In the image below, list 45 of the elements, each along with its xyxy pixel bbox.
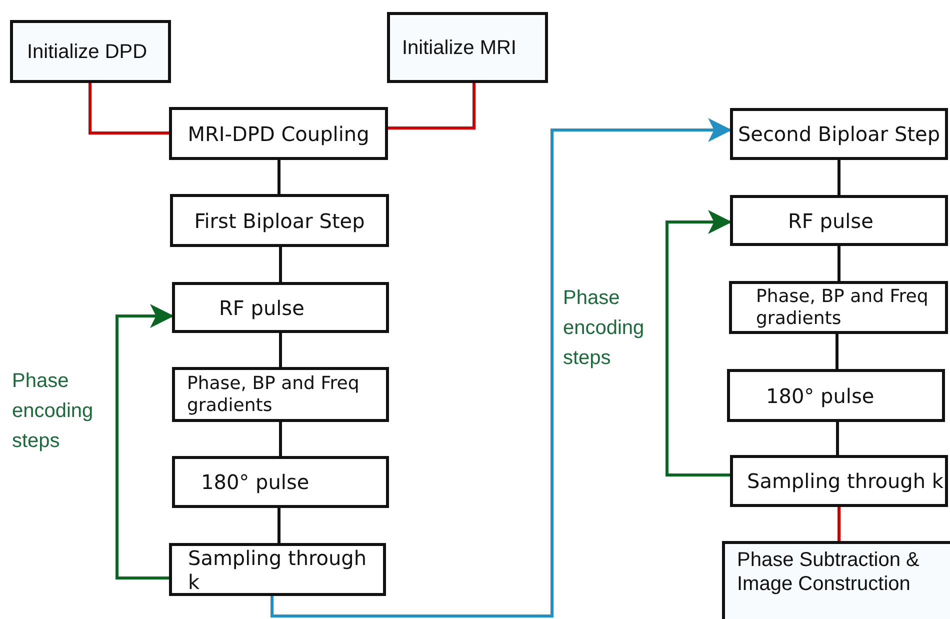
box-text: Sampling through k	[188, 546, 368, 594]
box-text: RF pulse	[788, 208, 874, 232]
process-box	[730, 455, 948, 507]
box-text: Sampling through k	[747, 469, 944, 493]
box-text: 180° pulse	[766, 384, 874, 408]
loop-label: Phase encoding steps	[563, 286, 646, 371]
box-text: Second Biploar Step	[738, 122, 940, 146]
connector	[388, 83, 476, 130]
process-box	[722, 541, 950, 619]
process-box	[172, 367, 389, 422]
box-text: MRI-DPD Coupling	[188, 122, 370, 146]
box-text: Initialize DPD	[27, 40, 148, 64]
process-box	[727, 369, 945, 422]
connector	[838, 160, 840, 195]
connector	[838, 507, 840, 541]
process-box	[10, 20, 171, 83]
box-text: First Biploar Step	[194, 208, 365, 232]
process-box	[172, 282, 389, 333]
box-text: 180° pulse	[201, 470, 310, 494]
connector	[279, 333, 282, 367]
box-text: Initialize MRI	[402, 36, 516, 60]
connector	[838, 246, 840, 281]
connector	[836, 422, 839, 455]
process-box	[169, 543, 386, 596]
process-box	[170, 194, 389, 247]
process-box	[730, 195, 948, 246]
process-box	[169, 107, 388, 160]
process-box	[729, 281, 948, 334]
process-box	[387, 12, 548, 83]
connector	[116, 304, 174, 580]
process-box	[730, 108, 948, 160]
connector	[666, 210, 732, 476]
box-text: RF pulse	[219, 296, 304, 320]
connector	[278, 508, 280, 543]
box-text: Phase, BP and Freq gradients	[187, 372, 360, 416]
connector	[279, 422, 282, 456]
process-box	[172, 456, 389, 508]
loop-label: Phase encoding steps	[12, 369, 94, 454]
connector	[88, 83, 169, 134]
connector	[270, 118, 732, 618]
connector	[279, 247, 282, 282]
connector	[836, 334, 838, 369]
connector	[278, 160, 280, 194]
box-text: Phase Subtraction & Image Construction	[737, 548, 920, 596]
box-text: Phase, BP and Freq gradients	[756, 286, 930, 330]
